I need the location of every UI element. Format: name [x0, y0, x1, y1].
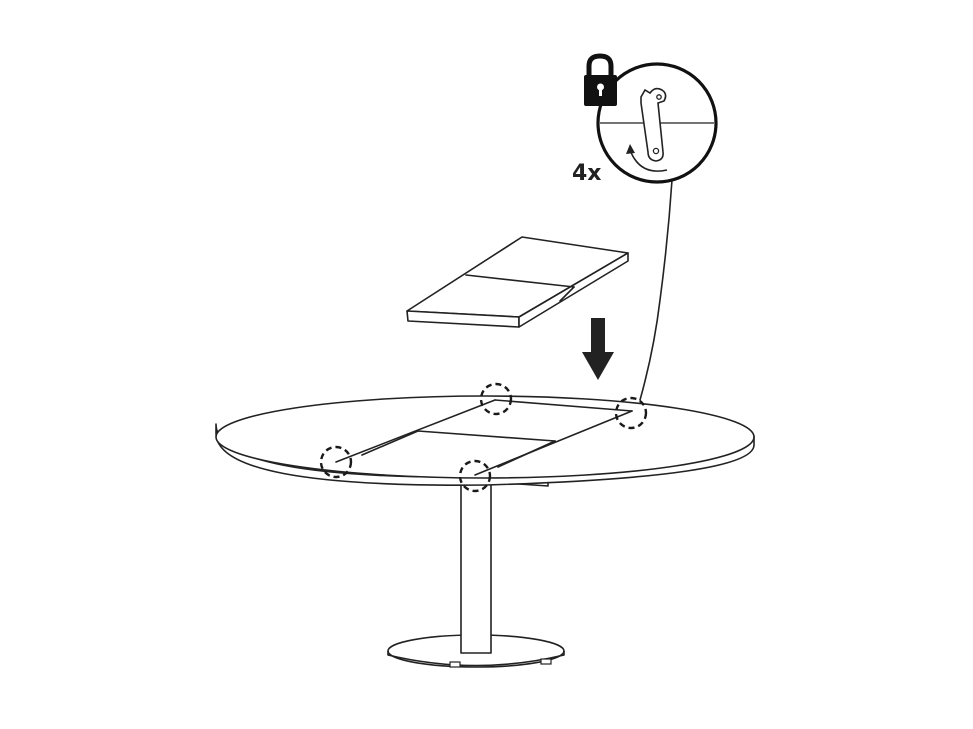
latch-marker-back [479, 382, 513, 416]
latch-detail-magnifier [596, 62, 718, 184]
rotate-arrow-icon [629, 149, 668, 172]
table-top [215, 395, 755, 487]
latch-marker-left [319, 445, 353, 479]
extension-leaf [406, 236, 629, 328]
multiplier-label: 4x [572, 161, 602, 186]
latch-marker-right [614, 396, 648, 430]
latch-lever-icon [640, 87, 667, 162]
table-column [460, 482, 492, 654]
padlock-icon [584, 53, 617, 106]
latch-marker-front [458, 459, 492, 493]
callout-connector [639, 179, 673, 401]
latch-markers [319, 382, 648, 493]
arrow-down-icon [582, 318, 614, 380]
